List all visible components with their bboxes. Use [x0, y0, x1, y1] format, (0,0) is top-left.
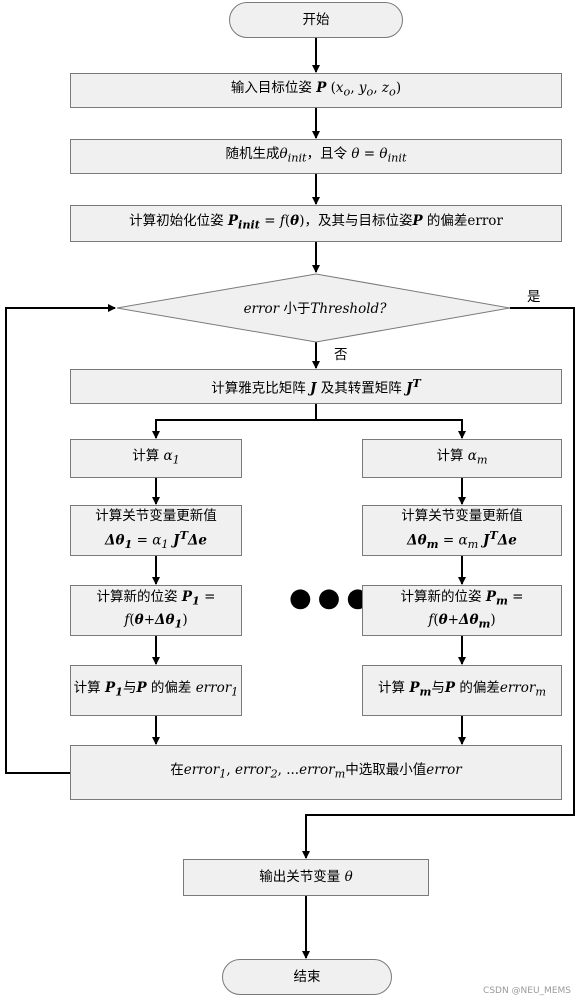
new-pose-1-step: 计算新的位姿 P1 = f(θ+Δθ1) — [70, 585, 242, 636]
new-pose-m-title: 计算新的位姿 Pm = — [400, 588, 524, 608]
error-m-label: 计算 Pm与P 的偏差errorm — [378, 680, 546, 699]
select-min-error-step: 在error1, error2, ...errorm中选取最小值error — [70, 745, 562, 800]
jacobian-label: 计算雅克比矩阵 J 及其转置矩阵 JT — [211, 376, 421, 397]
ellipsis-dots: ●●● — [289, 583, 376, 613]
yes-label: 是 — [527, 289, 541, 305]
select-min-error-label: 在error1, error2, ...errorm中选取最小值error — [170, 762, 462, 781]
no-label: 否 — [334, 347, 348, 363]
compute-alpha-m-label: 计算 αm — [436, 448, 488, 467]
joint-update-m-formula: Δθm = αm JTΔe — [407, 527, 517, 552]
output-joint-step: 输出关节变量 θ — [183, 859, 429, 896]
random-init-label: 随机生成θinit，且令 θ = θinit — [225, 146, 407, 165]
new-pose-1-formula: f(θ+Δθ1) — [124, 611, 188, 631]
compute-initial-pose-step: 计算初始化位姿 Pinit = f(θ)，及其与目标位姿P 的偏差error — [70, 205, 562, 242]
joint-update-m-step: 计算关节变量更新值 Δθm = αm JTΔe — [362, 505, 562, 556]
new-pose-1-title: 计算新的位姿 P1 = — [96, 588, 216, 608]
joint-update-1-title: 计算关节变量更新值 — [95, 507, 217, 524]
decision-diamond — [116, 273, 511, 343]
loop-back-arrow — [5, 304, 116, 774]
watermark: CSDN @NEU_MEMS — [483, 986, 571, 996]
compute-alpha-1-step: 计算 α1 — [70, 439, 242, 478]
start-label: 开始 — [302, 11, 330, 28]
input-target-pose-label: 输入目标位姿 P (xo, yo, zo) — [230, 80, 402, 99]
input-target-pose-step: 输入目标位姿 P (xo, yo, zo) — [70, 73, 562, 108]
compute-alpha-m-step: 计算 αm — [362, 439, 562, 478]
new-pose-m-formula: f(θ+Δθm) — [428, 611, 496, 631]
error-1-label: 计算 P1与P 的偏差 error1 — [73, 680, 239, 699]
compute-alpha-1-label: 计算 α1 — [132, 448, 180, 467]
branch-jacobian-to-alpha-m — [316, 419, 466, 439]
compute-initial-pose-label: 计算初始化位姿 Pinit = f(θ)，及其与目标位姿P 的偏差error — [129, 213, 503, 232]
decision-label: error 小于Threshold? — [243, 300, 387, 317]
error-m-step: 计算 Pm与P 的偏差errorm — [362, 665, 562, 716]
new-pose-m-step: 计算新的位姿 Pm = f(θ+Δθm) — [362, 585, 562, 636]
yes-path-arrow — [302, 307, 575, 859]
branch-jacobian-to-alpha — [152, 404, 317, 439]
decision-threshold-label-box: error 小于Threshold? — [200, 298, 430, 320]
random-init-step: 随机生成θinit，且令 θ = θinit — [70, 139, 562, 174]
jacobian-step: 计算雅克比矩阵 J 及其转置矩阵 JT — [70, 369, 562, 404]
end-label: 结束 — [293, 968, 321, 985]
output-joint-label: 输出关节变量 θ — [259, 869, 353, 885]
joint-update-1-formula: Δθ1 = α1 JTΔe — [104, 527, 208, 552]
joint-update-1-step: 计算关节变量更新值 Δθ1 = α1 JTΔe — [70, 505, 242, 556]
start-terminal: 开始 — [229, 2, 403, 38]
joint-update-m-title: 计算关节变量更新值 — [401, 507, 523, 524]
end-terminal: 结束 — [222, 959, 392, 995]
error-1-step: 计算 P1与P 的偏差 error1 — [70, 665, 242, 716]
